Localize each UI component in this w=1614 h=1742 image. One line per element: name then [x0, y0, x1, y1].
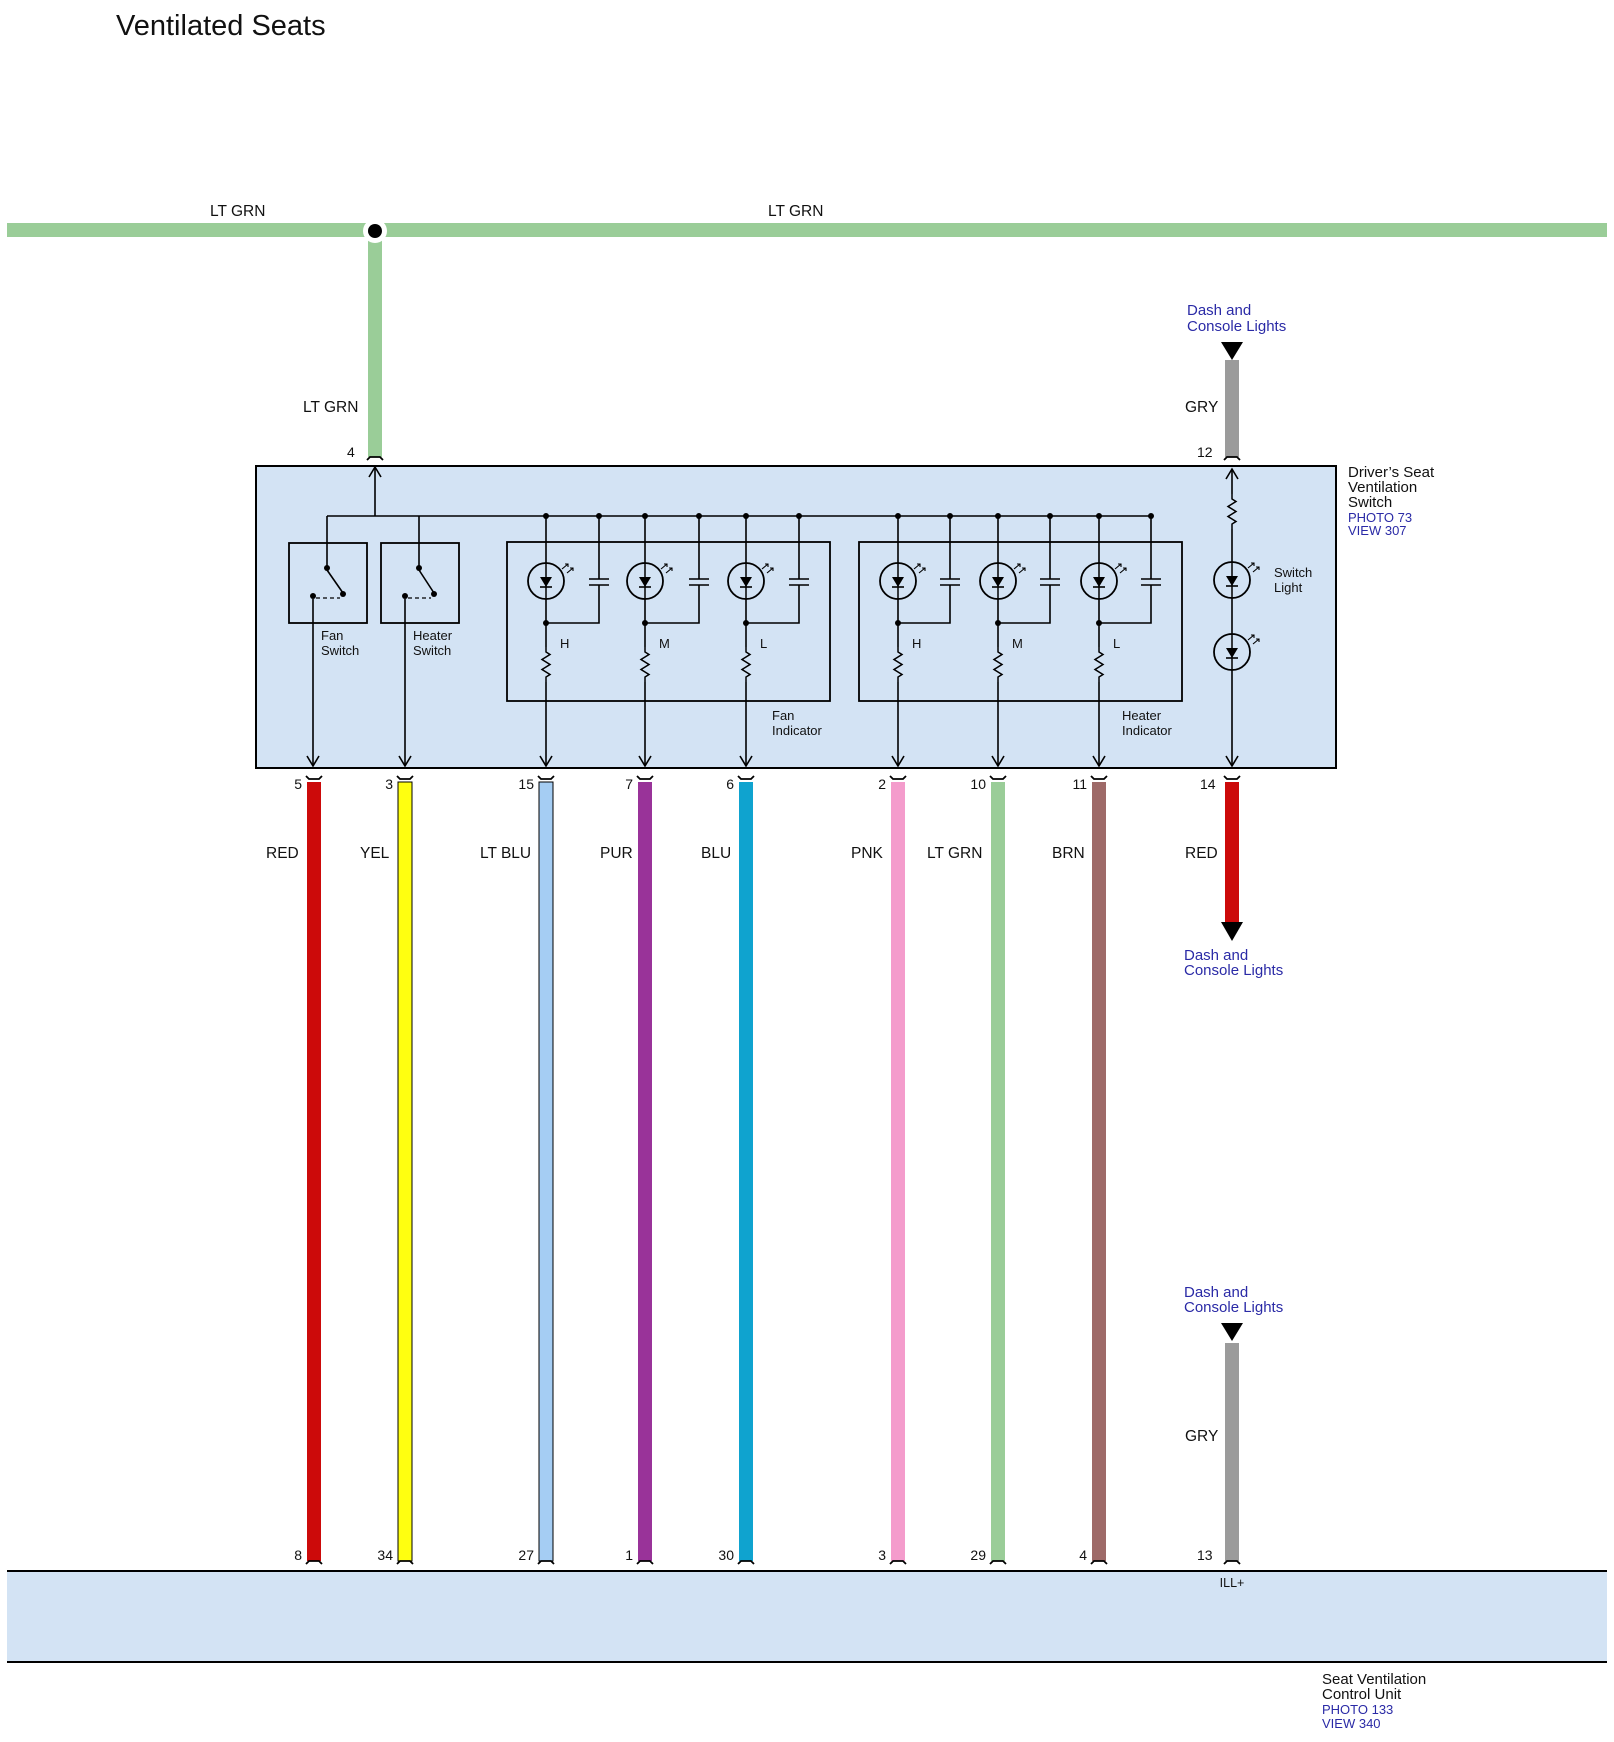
switch-light-label-1: Switch: [1274, 565, 1312, 580]
wire-yel: 334YELDRSWHEAT: [360, 775, 422, 1617]
wire-label-red-right: RED: [1185, 845, 1218, 862]
pin-top-label: 7: [625, 776, 633, 792]
wire-label-ltgrn-top: LT GRN: [303, 399, 358, 416]
wire-color-label: PNK: [851, 845, 884, 862]
wire-body: [638, 782, 652, 1561]
wire-color-label: RED: [266, 845, 299, 862]
wire-color-label: LT BLU: [480, 845, 531, 862]
pin-bottom-label: 8: [294, 1547, 302, 1563]
top-bus: LT GRN LT GRN LT GRN 4: [7, 203, 1607, 461]
pin-top-label: 2: [878, 776, 886, 792]
top-bus-label-left: LT GRN: [210, 203, 265, 220]
wire-body: [397, 781, 413, 1562]
pin-top-label: 15: [518, 776, 534, 792]
indicator-level-label: M: [659, 636, 670, 651]
heater-indicator-label-1: Heater: [1122, 708, 1162, 723]
wire-body: [538, 781, 554, 1562]
wire-pur: 71PURDRBLRM: [600, 775, 662, 1605]
page-title: Ventilated Seats: [116, 10, 326, 42]
control-unit-name-2: Control Unit: [1322, 1686, 1402, 1703]
wire-color-label: BLU: [701, 845, 731, 862]
pin-bottom-label: 34: [377, 1547, 393, 1563]
indicator-column: H: [527, 513, 610, 768]
pin-label-12: 12: [1197, 444, 1213, 460]
indicator-level-label: L: [760, 636, 767, 651]
dash-lights-label-1: Dash and: [1187, 302, 1251, 319]
control-unit-view: VIEW 340: [1322, 1716, 1381, 1731]
switch-unit-photo: PHOTO 73: [1348, 510, 1412, 525]
pin-bottom-label: 1: [625, 1547, 633, 1563]
indicator-column: M: [626, 513, 710, 768]
heater-indicator-label-2: Indicator: [1122, 723, 1173, 738]
right-wire-gry: Dash and Console Lights GRY 13: [1184, 1284, 1283, 1565]
indicator-level-label: H: [912, 636, 921, 651]
dash-lights-dest-1: Dash and: [1184, 947, 1248, 964]
pin-bottom-label: 27: [518, 1547, 534, 1563]
indicator-column: L: [1080, 513, 1162, 768]
ventilation-switch-unit: Fan Switch Heater Switch Fan Indicator H…: [255, 464, 1435, 769]
pin-label-13: 13: [1197, 1547, 1213, 1563]
wire-red: 58REDDRSWFAN: [266, 775, 326, 1617]
fan-indicator-label-2: Indicator: [772, 723, 823, 738]
harness-wires: 58REDDRSWFAN334YELDRSWHEAT1527LT BLUDRBL…: [266, 775, 1115, 1617]
dash-lights-dest-2: Console Lights: [1184, 962, 1283, 979]
wire-blu: 630BLUDRBLRL: [701, 775, 762, 1605]
pin-label-4: 4: [347, 444, 355, 460]
switch-unit-name-2: Ventilation: [1348, 479, 1417, 496]
top-bus-label-right: LT GRN: [768, 203, 823, 220]
indicator-level-label: L: [1113, 636, 1120, 651]
wire-body: [739, 782, 753, 1561]
wire-body: [1092, 782, 1106, 1561]
wire-label-gry-top: GRY: [1185, 399, 1218, 416]
dash-lights-label-2: Console Lights: [1187, 318, 1286, 335]
pin-top-label: 11: [1072, 776, 1087, 792]
indicator-level-label: H: [560, 636, 569, 651]
heater-switch-label-2: Switch: [413, 643, 451, 658]
wire-color-label: BRN: [1052, 845, 1085, 862]
wire-color-label: YEL: [360, 845, 390, 862]
indicator-column: H: [879, 513, 961, 768]
pin-bottom-label: 30: [718, 1547, 734, 1563]
terminal-ill: ILL+: [1220, 1576, 1245, 1590]
wire-label-gry-bottom: GRY: [1185, 1428, 1218, 1445]
fan-indicator-label-1: Fan: [772, 708, 794, 723]
wire-body: [307, 782, 321, 1561]
wire-body: [891, 782, 905, 1561]
dash-lights-source-top: Dash and Console Lights GRY 12: [1185, 302, 1286, 461]
indicator-level-label: M: [1012, 636, 1023, 651]
seat-ventilation-control-unit: ILL+ Seat Ventilation Control Unit PHOTO…: [7, 1570, 1607, 1731]
wire-brn: 114BRNDRHTRL: [1052, 775, 1115, 1605]
control-unit-name-1: Seat Ventilation: [1322, 1671, 1426, 1688]
pin-label-14: 14: [1200, 776, 1216, 792]
pin-top-label: 6: [726, 776, 734, 792]
dash-lights-source-1: Dash and: [1184, 1284, 1248, 1301]
pin-bottom-label: 29: [970, 1547, 986, 1563]
pin-bottom-label: 3: [878, 1547, 886, 1563]
pin-top-label: 10: [970, 776, 986, 792]
control-unit-photo: PHOTO 133: [1322, 1702, 1393, 1717]
wire-body: [991, 782, 1005, 1561]
switch-unit-view: VIEW 307: [1348, 523, 1407, 538]
pin-bottom-label: 4: [1079, 1547, 1087, 1563]
indicator-column: M: [979, 513, 1061, 768]
heater-switch-label-1: Heater: [413, 628, 453, 643]
switch-unit-name-1: Driver’s Seat: [1348, 464, 1435, 481]
fan-switch-label-1: Fan: [321, 628, 343, 643]
right-wire-red: 14 RED Dash and Console Lights: [1184, 775, 1283, 979]
indicator-column: L: [727, 513, 810, 768]
pin-top-label: 5: [294, 776, 302, 792]
switch-unit-name-3: Switch: [1348, 494, 1392, 511]
wire-pnk: 23PNKDRHTRH: [851, 775, 915, 1605]
dash-lights-source-2: Console Lights: [1184, 1299, 1283, 1316]
fan-switch-label-2: Switch: [321, 643, 359, 658]
switch-light-label-2: Light: [1274, 580, 1303, 595]
wire-color-label: LT GRN: [927, 845, 982, 862]
pin-top-label: 3: [385, 776, 393, 792]
wire-color-label: PUR: [600, 845, 633, 862]
